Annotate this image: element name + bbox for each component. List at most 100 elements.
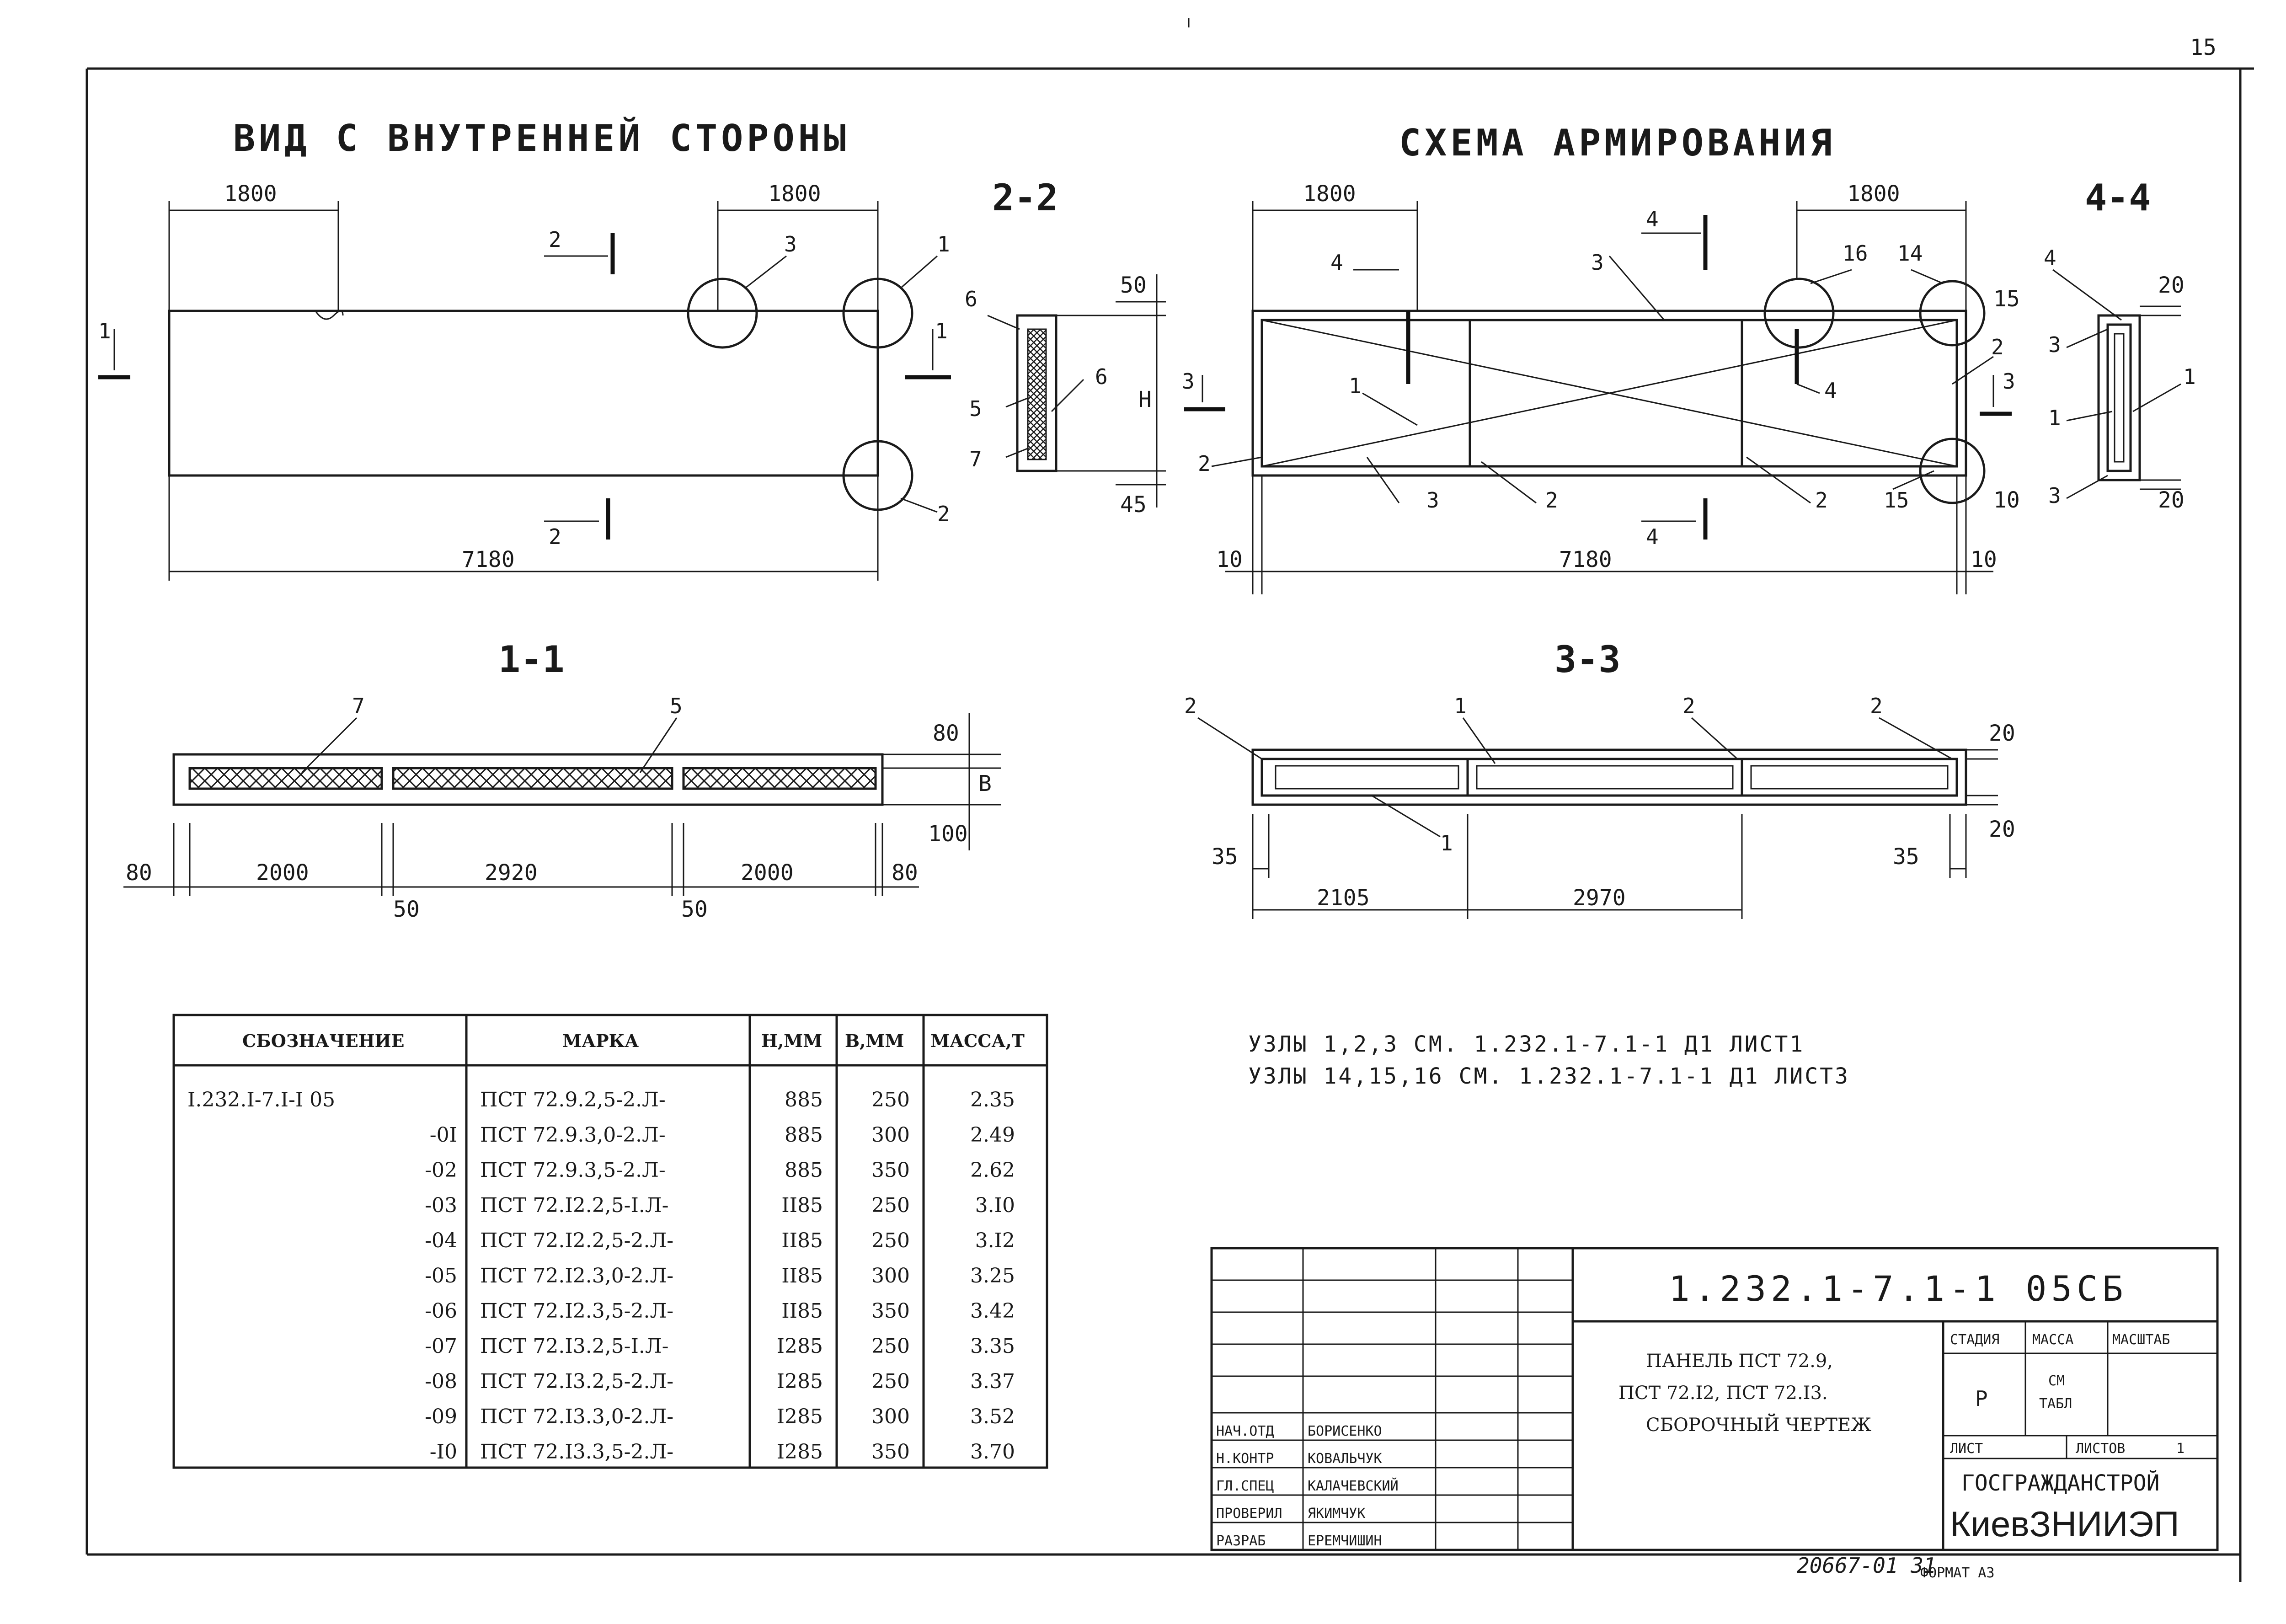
inventory-number: 20667-01 31 [1797, 1553, 1936, 1578]
rs-dim-10-right: 10 [1971, 547, 1997, 572]
rs-dim-1800-left: 1800 [1303, 181, 1356, 207]
cell-mass: 2.35 [970, 1088, 1015, 1111]
sec22-label-6a: 6 [965, 287, 977, 311]
sec11-dim-2920: 2920 [485, 860, 538, 886]
cell-h: 885 [785, 1159, 823, 1182]
rs-label-2c: 2 [1815, 488, 1828, 513]
signer-name: БОРИСЕНКО [1308, 1423, 1382, 1439]
rs-dim-1800-right: 1800 [1847, 181, 1900, 207]
sec11-dim-50-b: 50 [681, 897, 708, 922]
rs-label-16: 16 [1843, 241, 1868, 266]
rs-label-3a: 3 [1591, 250, 1604, 275]
col-header-mass: МАССА,Т [930, 1031, 1025, 1051]
sec11-label-7: 7 [352, 694, 365, 718]
cell-h: II85 [781, 1264, 823, 1287]
cell-code: -02 [425, 1159, 457, 1182]
signer-name: ЕРЕМЧИШИН [1308, 1533, 1382, 1549]
sheets-value: 1 [2176, 1441, 2185, 1457]
title-block [1210, 1247, 2219, 1551]
signer-role: ПРОВЕРИЛ [1216, 1506, 1282, 1522]
rs-dim-15: 15 [1993, 286, 2020, 312]
sec11-dim-80-right: 80 [892, 860, 918, 886]
sec33-label-2b: 2 [1682, 694, 1695, 718]
cell-mark: ПСТ 72.I3.3,0-2.Л- [480, 1405, 673, 1428]
cell-code: -03 [425, 1194, 457, 1217]
scale-header: МАСШТАБ [2112, 1332, 2170, 1348]
cell-mass: 3.25 [970, 1264, 1015, 1287]
sheets-header: ЛИСТОВ [2076, 1441, 2125, 1457]
cell-mark: ПСТ 72.I2.2,5-2.Л- [480, 1229, 673, 1252]
mass-value-2: ТАБЛ [2039, 1396, 2072, 1412]
sec44-label-3a: 3 [2048, 332, 2061, 357]
table-row: -05 ПСТ 72.I2.3,0-2.Л- II85 300 3.25 [425, 1264, 1015, 1287]
desc-line-1: ПАНЕЛЬ ПСТ 72.9, [1646, 1351, 1833, 1372]
cell-h: II85 [781, 1299, 823, 1323]
title-section-2-2: 2-2 [992, 176, 1058, 219]
sec33-label-1a: 1 [1454, 694, 1467, 718]
cell-mass: 2.49 [970, 1123, 1015, 1147]
section-3-3 [1197, 717, 1998, 919]
cell-mass: 2.62 [970, 1159, 1015, 1182]
col-header-b: В,ММ [845, 1031, 904, 1051]
rs-cut-4-bottom: 4 [1646, 524, 1659, 549]
title-section-3-3: 3-3 [1554, 638, 1621, 681]
sec11-dim-50-a: 50 [393, 897, 420, 922]
cut-2-top: 2 [549, 227, 561, 252]
sec22-label-5: 5 [969, 396, 982, 421]
cell-mass: 3.I2 [975, 1229, 1015, 1252]
rs-dim-7180: 7180 [1559, 547, 1612, 572]
sec44-label-3b: 3 [2048, 483, 2061, 508]
cell-code: -I0 [430, 1440, 457, 1464]
sec11-dim-2000-left: 2000 [256, 860, 309, 886]
rs-cut-3-right: 3 [2003, 369, 2015, 394]
sec44-label-1b: 1 [2183, 364, 2196, 389]
stage-value: Р [1975, 1386, 1988, 1411]
cell-code: -04 [425, 1229, 457, 1252]
cell-mark: ПСТ 72.I2.3,5-2.Л- [480, 1299, 673, 1323]
dim-7180: 7180 [462, 547, 515, 572]
rs-cut-4-top: 4 [1646, 207, 1659, 231]
rs-label-2a: 2 [1198, 451, 1211, 476]
sec33-label-1b: 1 [1440, 831, 1453, 855]
callout-2: 2 [937, 502, 950, 526]
dim-1800-left: 1800 [224, 181, 277, 207]
col-header-code: СБОЗНАЧЕНИЕ [242, 1031, 405, 1051]
sec33-label-2c: 2 [1870, 694, 1883, 718]
cell-mark: ПСТ 72.I3.3,5-2.Л- [480, 1440, 673, 1464]
doc-code: 1.232.1-7.1-1 05СБ [1669, 1268, 2128, 1309]
title-reinforcement: СХЕМА АРМИРОВАНИЯ [1399, 122, 1836, 164]
cell-b: 350 [871, 1299, 910, 1323]
sec11-dim-100: 100 [928, 821, 968, 847]
sec11-dim-80-v: 80 [933, 721, 959, 746]
rs-label-14: 14 [1897, 241, 1923, 266]
cell-mass: 3.35 [970, 1335, 1015, 1358]
cell-b: 300 [871, 1264, 910, 1287]
sec22-dim-h: H [1138, 387, 1152, 412]
format-label: ФОРМАТ А3 [1920, 1565, 1995, 1581]
org-line-1: ГОСГРАЖДАНСТРОЙ [1961, 1470, 2159, 1496]
cell-code: I.232.I-7.I-I 05 [187, 1088, 335, 1111]
sec33-dim-20-top: 20 [1989, 721, 2015, 746]
cell-mark: ПСТ 72.9.3,0-2.Л- [480, 1123, 666, 1147]
note-line-2: УЗЛЫ 14,15,16 СМ. 1.232.1-7.1-1 Д1 ЛИСТ3 [1248, 1063, 1850, 1089]
title-section-4-4: 4-4 [2085, 176, 2151, 219]
cell-code: -05 [425, 1264, 457, 1287]
signer-role: РАЗРАБ [1216, 1533, 1266, 1549]
col-header-mark: МАРКА [562, 1031, 639, 1051]
cell-b: 250 [871, 1194, 910, 1217]
sec33-dim-2105: 2105 [1317, 885, 1370, 911]
cell-mark: ПСТ 72.I2.3,0-2.Л- [480, 1264, 673, 1287]
reinforcement-scheme [1184, 201, 2012, 594]
sec44-label-4: 4 [2044, 246, 2056, 270]
title-section-1-1: 1-1 [498, 638, 565, 681]
